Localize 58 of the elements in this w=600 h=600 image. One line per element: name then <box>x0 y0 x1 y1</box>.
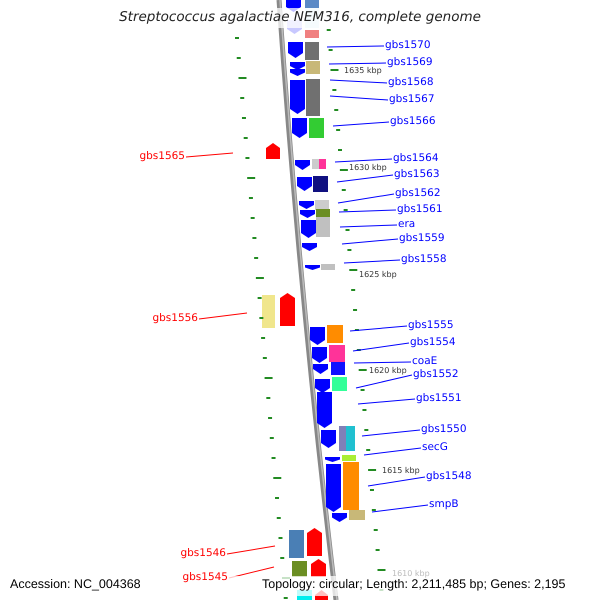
gene-label: gbs1546 <box>180 547 226 559</box>
leader-line <box>354 362 412 364</box>
gene-label: era <box>398 218 416 230</box>
leader-line <box>326 46 384 48</box>
gene-label: gbs1548 <box>426 470 472 482</box>
gene-label: gbs1558 <box>401 253 447 265</box>
gene-label: gbs1568 <box>388 76 434 88</box>
gene-label: gbs1551 <box>416 392 462 404</box>
leader-line <box>336 174 394 182</box>
footer-text: Topology: circular; Length: 2,211,485 bp; Genes: 2,195 <box>262 577 566 592</box>
leader-line <box>338 210 396 212</box>
gene-label: gbs1554 <box>410 336 456 348</box>
gene-label: gbs1564 <box>393 152 439 164</box>
gene-label: coaE <box>412 355 438 367</box>
leader-line <box>198 312 248 320</box>
gene-label: gbs1550 <box>421 423 467 435</box>
gene-label: gbs1556 <box>152 312 198 324</box>
gene-label: gbs1552 <box>413 368 459 380</box>
gene-label: gbs1562 <box>395 187 441 199</box>
leader-line <box>368 476 426 486</box>
leader-line <box>338 194 394 204</box>
leader-line <box>226 546 276 554</box>
leader-line <box>364 448 422 456</box>
gene-label: gbs1545 <box>182 571 228 583</box>
gene-label: gbs1570 <box>385 39 431 51</box>
position-label: 1625 kbp <box>359 270 397 280</box>
gene-label: gbs1566 <box>390 115 436 127</box>
gene-label: gbs1567 <box>389 93 435 105</box>
gene-label: gbs1563 <box>394 168 440 180</box>
gene-label: gbs1569 <box>387 56 433 68</box>
leader-line <box>356 374 412 388</box>
leader-line <box>330 96 388 100</box>
leader-line <box>362 430 420 436</box>
gene-label: secG <box>422 441 448 453</box>
gene-label: gbs1559 <box>399 232 445 244</box>
leader-line <box>350 326 408 332</box>
position-label: 1635 kbp <box>344 66 382 76</box>
gene-label: gbs1555 <box>408 319 454 331</box>
gene-label: gbs1561 <box>397 203 443 215</box>
position-label: 1630 kbp <box>349 163 387 173</box>
footer-text: Accession: NC_004368 <box>10 577 141 592</box>
leader-line <box>372 504 428 512</box>
leader-line <box>186 152 234 158</box>
leader-line <box>340 224 398 228</box>
map-title: Streptococcus agalactiae NEM316, complete genome <box>118 9 482 26</box>
leader-line <box>332 122 390 126</box>
leader-line <box>328 62 386 64</box>
leader-line <box>330 80 388 84</box>
position-label: 1615 kbp <box>382 466 420 476</box>
leader-line <box>342 238 398 244</box>
leader-line <box>352 342 410 352</box>
position-label: 1610 kbp <box>392 569 430 579</box>
position-label: 1620 kbp <box>369 366 407 376</box>
gene-label: gbs1565 <box>139 150 185 162</box>
leader-line <box>358 398 416 404</box>
gene-label: smpB <box>429 498 459 510</box>
leader-line <box>344 260 400 264</box>
leader-line <box>334 158 392 162</box>
